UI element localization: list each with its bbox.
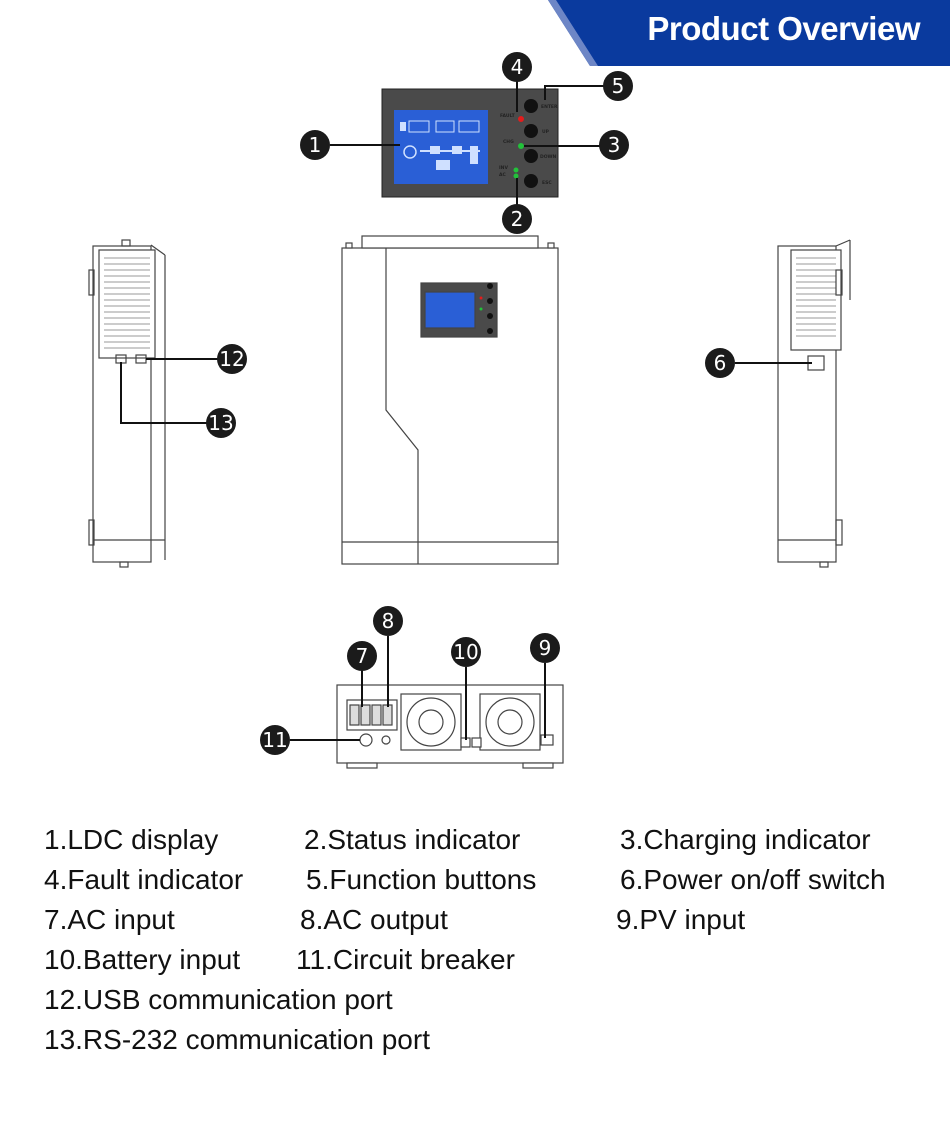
enter-button[interactable] — [524, 99, 538, 113]
svg-text:10: 10 — [453, 640, 478, 664]
inverter-led-icon — [513, 167, 519, 173]
lcd-segments — [400, 120, 480, 170]
callout-11: 11 — [260, 725, 290, 755]
legend-item-10: 10.Battery input — [44, 944, 241, 975]
svg-text:3: 3 — [608, 133, 621, 157]
ac-label: AC — [499, 172, 506, 178]
svg-text:2: 2 — [511, 207, 524, 231]
svg-text:13: 13 — [208, 411, 233, 435]
down-label: DOWN — [540, 154, 557, 160]
legend-item-3: 3.Charging indicator — [620, 824, 871, 855]
callout-7: 7 — [347, 641, 377, 671]
svg-text:1: 1 — [309, 133, 322, 157]
ac-led-icon — [513, 173, 519, 179]
esc-label: ESC — [542, 180, 552, 186]
legend-item-7: 7.AC input — [44, 904, 175, 935]
callout-13: 13 — [206, 408, 236, 438]
legend: 1.LDC display 2.Status indicator 3.Charg… — [0, 820, 950, 1080]
esc-button[interactable] — [524, 174, 538, 188]
battery-terminal-right[interactable] — [471, 737, 482, 748]
legend-item-2: 2.Status indicator — [304, 824, 521, 855]
callout-lines-bottom — [290, 636, 546, 741]
banner-shape — [548, 0, 950, 66]
right-side-view — [777, 239, 851, 568]
callout-10: 10 — [451, 637, 481, 667]
legend-item-13: 13.RS-232 communication port — [44, 1024, 430, 1055]
fault-led-icon — [518, 116, 524, 122]
svg-text:6: 6 — [714, 351, 727, 375]
legend-item-12: 12.USB communication port — [44, 984, 393, 1015]
callout-6: 6 — [705, 348, 735, 378]
callout-12: 12 — [217, 344, 247, 374]
legend-item-5: 5.Function buttons — [306, 864, 537, 895]
circuit-breaker[interactable] — [359, 733, 373, 747]
callout-9: 9 — [530, 633, 560, 663]
product-diagram: FAULT ENTER CHG INV AC UP DOWN ESC — [88, 52, 851, 769]
up-label: UP — [542, 129, 550, 135]
callout-lines-panel — [330, 80, 604, 205]
callout-8: 8 — [373, 606, 403, 636]
chg-label: CHG — [503, 139, 514, 145]
svg-text:4: 4 — [511, 55, 524, 79]
legend-item-1: 1.LDC display — [44, 824, 219, 855]
svg-text:8: 8 — [382, 609, 395, 633]
pv-terminal[interactable] — [540, 734, 554, 746]
callout-1: 1 — [300, 130, 330, 160]
legend-item-8: 8.AC output — [300, 904, 448, 935]
callout-2: 2 — [502, 204, 532, 234]
svg-text:11: 11 — [262, 728, 287, 752]
fault-label: FAULT — [500, 113, 516, 119]
bottom-view — [336, 684, 564, 769]
svg-text:12: 12 — [219, 347, 244, 371]
callout-lines-left — [120, 358, 220, 424]
front-view — [341, 235, 559, 565]
left-side-view — [88, 239, 166, 568]
charging-led-icon — [518, 143, 524, 149]
svg-text:7: 7 — [356, 644, 369, 668]
enter-label: ENTER — [541, 104, 558, 110]
callout-4: 4 — [502, 52, 532, 82]
legend-item-11: 11.Circuit breaker — [296, 944, 515, 975]
callout-3: 3 — [599, 130, 629, 160]
svg-text:9: 9 — [539, 636, 552, 660]
inv-label: INV — [499, 165, 508, 171]
svg-text:5: 5 — [612, 74, 625, 98]
legend-item-6: 6.Power on/off switch — [620, 864, 886, 895]
page-title: Product Overview — [647, 10, 920, 47]
header-banner: Product Overview — [0, 0, 950, 66]
front-panel-closeup: FAULT ENTER CHG INV AC UP DOWN ESC — [381, 88, 559, 198]
down-button[interactable] — [524, 149, 538, 163]
callout-5: 5 — [603, 71, 633, 101]
legend-item-9: 9.PV input — [616, 904, 746, 935]
legend-item-4: 4.Fault indicator — [44, 864, 244, 895]
up-button[interactable] — [524, 124, 538, 138]
